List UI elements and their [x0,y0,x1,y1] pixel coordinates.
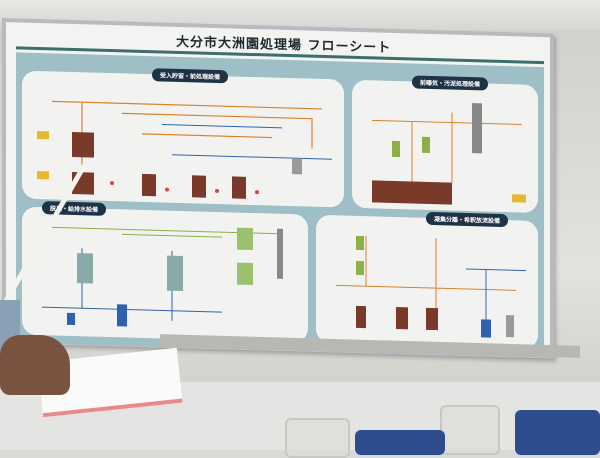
section-badge: 凝集分離・希釈放流設備 [426,211,509,228]
section-badge: 脱臭・給排水設備 [42,201,107,216]
aeration-diagram [372,103,526,205]
panel-deodorization: 脱臭・給排水設備 [22,201,308,343]
receiving-diagram [37,100,332,199]
chair [515,410,600,455]
glass-jar [285,418,350,458]
coagulation-diagram [336,235,526,338]
person-hand [0,335,70,395]
whiteboard: 大分市大洲園処理場 フローシート 受入貯留・前処理設備 前曝気・汚泥処理設備 [2,18,554,359]
glass-jar [440,405,500,455]
flow-sheet-poster: 大分市大洲園処理場 フローシート 受入貯留・前処理設備 前曝気・汚泥処理設備 [16,35,544,358]
deodorization-diagram [42,226,283,327]
section-badge: 前曝気・汚泥処理設備 [412,75,489,91]
chair [355,430,445,455]
section-badge: 受入貯留・前処理設備 [152,68,229,84]
panel-coagulation: 凝集分離・希釈放流設備 [316,211,538,349]
panel-receiving: 受入貯留・前処理設備 [22,68,344,208]
panel-aeration: 前曝気・汚泥処理設備 [352,75,538,213]
